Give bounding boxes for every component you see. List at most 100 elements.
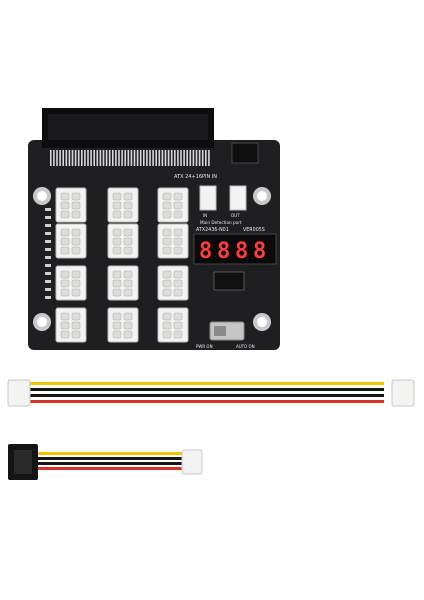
pcie-connector: [157, 265, 189, 301]
pin: [195, 150, 198, 166]
pin: [65, 150, 68, 166]
molex-cable: [7, 379, 415, 407]
pcie-connector: [55, 265, 87, 301]
pin: [99, 150, 102, 166]
pin: [50, 150, 52, 166]
pcie-connector: [157, 307, 189, 343]
pin: [121, 150, 123, 166]
pin: [136, 150, 139, 166]
display-digit: 8: [253, 239, 266, 264]
connector-label: ATX 24+16PIN IN: [174, 174, 217, 180]
led: [45, 232, 51, 235]
pin: [164, 150, 167, 166]
pin: [56, 150, 58, 166]
pin: [59, 150, 61, 166]
pin: [127, 150, 130, 166]
pin: [177, 150, 179, 166]
seven-segment-display: [193, 233, 277, 265]
fan-in-connector: [199, 185, 217, 211]
led: [45, 216, 51, 219]
pin: [170, 150, 173, 166]
controller-chip: [213, 271, 245, 291]
fan-in-label: IN: [203, 213, 207, 218]
pcie-connector: [55, 307, 87, 343]
pin: [96, 150, 99, 166]
pin: [87, 150, 89, 166]
fan-out-connector: [229, 185, 247, 211]
pin: [143, 150, 145, 166]
pin: [68, 150, 71, 166]
led: [45, 288, 51, 291]
display-digit: 8: [235, 239, 248, 264]
led: [45, 264, 51, 267]
display-digit: 8: [217, 239, 230, 264]
small-molex-plug: [181, 449, 203, 475]
model-label: ATX2436-N01: [196, 227, 229, 233]
pcie-connector: [107, 187, 139, 223]
pin: [180, 150, 182, 166]
pin: [108, 150, 111, 166]
fan-out-label: OUT: [231, 213, 240, 218]
pcie-connector: [55, 187, 87, 223]
pin: [90, 150, 92, 166]
pin: [118, 150, 120, 166]
pcie-connector: [107, 223, 139, 259]
pin: [74, 150, 77, 166]
pin: [198, 150, 201, 166]
pin: [167, 150, 170, 166]
pin: [192, 150, 195, 166]
pin: [77, 150, 80, 166]
pin: [201, 150, 204, 166]
pin: [124, 150, 126, 166]
detection-label: Main Detection port: [200, 220, 242, 225]
pin: [186, 150, 188, 166]
top-chip: [231, 142, 259, 164]
led: [45, 296, 51, 299]
pin: [84, 150, 86, 166]
pcie-6pin-connectors: [55, 187, 189, 343]
led: [45, 256, 51, 259]
pin: [189, 150, 192, 166]
led: [45, 240, 51, 243]
pin: [158, 150, 161, 166]
led: [45, 224, 51, 227]
pin: [71, 150, 74, 166]
auto-on-label: AUTO ON: [236, 344, 255, 349]
led: [45, 280, 51, 283]
pin: [161, 150, 164, 166]
pcie-connector: [157, 187, 189, 223]
pin: [183, 150, 185, 166]
pin: [105, 150, 108, 166]
version-label: VER005S: [243, 227, 265, 233]
pin: [115, 150, 117, 166]
pin: [155, 150, 157, 166]
led: [45, 248, 51, 251]
pin: [102, 150, 105, 166]
pin: [146, 150, 148, 166]
pwr-on-label: PWR ON: [196, 344, 213, 349]
pin: [62, 150, 64, 166]
pcie-connector: [157, 223, 189, 259]
molex-plug-right: [391, 379, 415, 407]
pin: [149, 150, 151, 166]
connector-pins: [50, 150, 210, 166]
sata-cable: [8, 444, 203, 480]
pin: [93, 150, 95, 166]
pin: [81, 150, 83, 166]
pin: [53, 150, 55, 166]
molex-plug-left: [7, 379, 31, 407]
status-leds: [45, 208, 51, 299]
led: [45, 272, 51, 275]
led: [45, 208, 51, 211]
pcie-connector: [107, 307, 139, 343]
pin: [112, 150, 114, 166]
pin: [130, 150, 133, 166]
pin: [152, 150, 154, 166]
pin: [133, 150, 136, 166]
pcie-connector: [107, 265, 139, 301]
pin: [139, 150, 142, 166]
pin: [205, 150, 207, 166]
pcie-connector: [55, 223, 87, 259]
pin: [208, 150, 210, 166]
